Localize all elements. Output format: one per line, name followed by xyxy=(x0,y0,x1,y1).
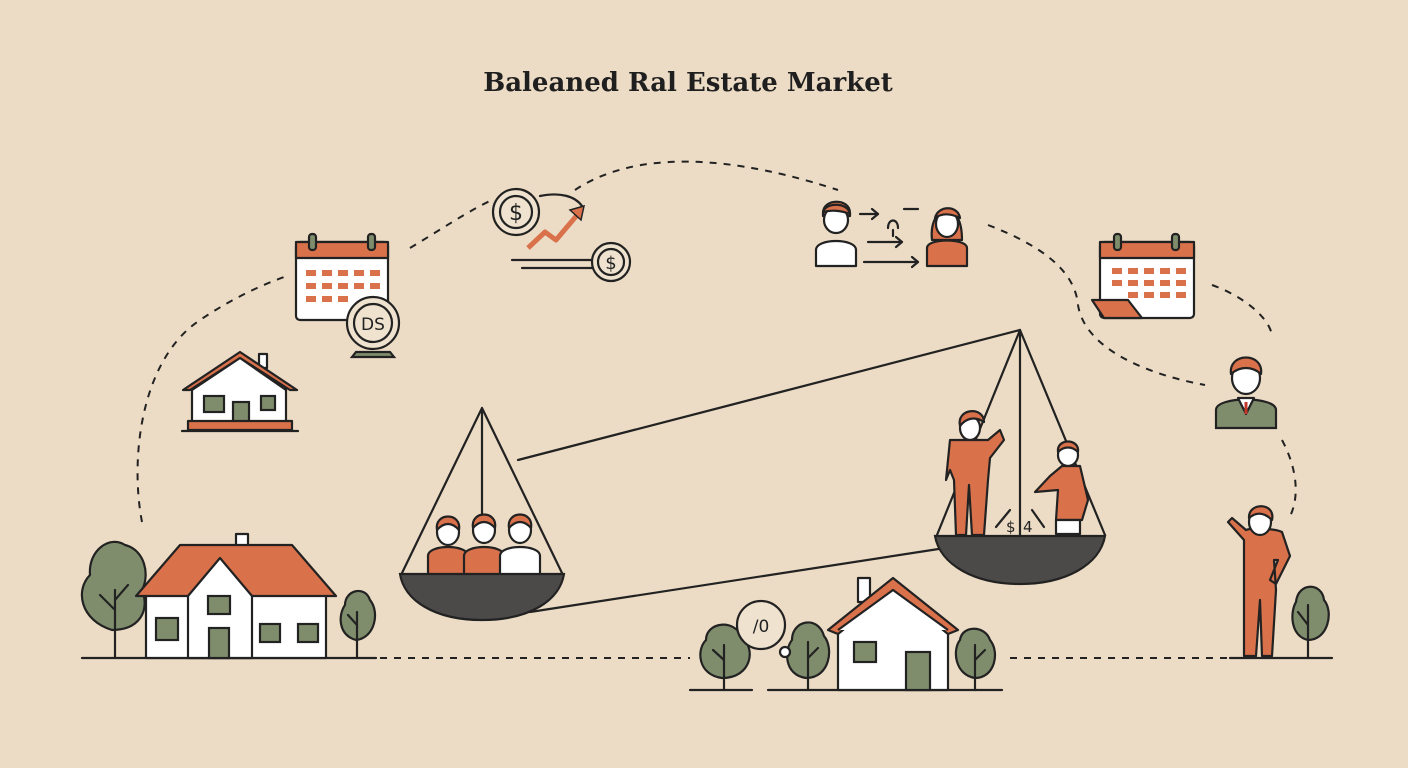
tree-icon xyxy=(954,627,997,692)
coin-label: DS xyxy=(361,315,385,335)
calendar-icon xyxy=(1090,232,1196,320)
clock-icon: /0 xyxy=(735,599,792,659)
businessman-icon xyxy=(1214,356,1278,430)
page-title: Baleaned Ral Estate Market xyxy=(483,68,893,98)
agent-to-buyer-icon xyxy=(814,200,969,269)
dollar-coin-label: $ xyxy=(605,253,616,274)
tree-icon xyxy=(699,623,751,692)
sellers-group: $ 4 xyxy=(944,410,1090,537)
tree-icon xyxy=(339,589,377,660)
money-growth-icon: $ $ xyxy=(491,187,632,283)
waving-person-icon xyxy=(1226,505,1292,658)
tree-icon xyxy=(1291,585,1330,660)
scale-dollar-label: $ xyxy=(1006,518,1016,536)
tree-icon xyxy=(786,621,831,692)
tree-icon xyxy=(80,540,147,660)
balance-scale: $ 4 xyxy=(398,328,1107,622)
dashed-flow-path xyxy=(136,160,1297,659)
dollar-coin-label: $ xyxy=(509,201,523,226)
small-house-icon xyxy=(180,350,300,433)
coin-stand-icon: DS xyxy=(345,295,401,359)
clock-label: /0 xyxy=(753,617,770,637)
buyers-group xyxy=(426,513,542,577)
large-house-icon xyxy=(134,532,338,660)
scale-number-label: 4 xyxy=(1023,518,1033,536)
bottom-house-icon xyxy=(826,576,960,692)
